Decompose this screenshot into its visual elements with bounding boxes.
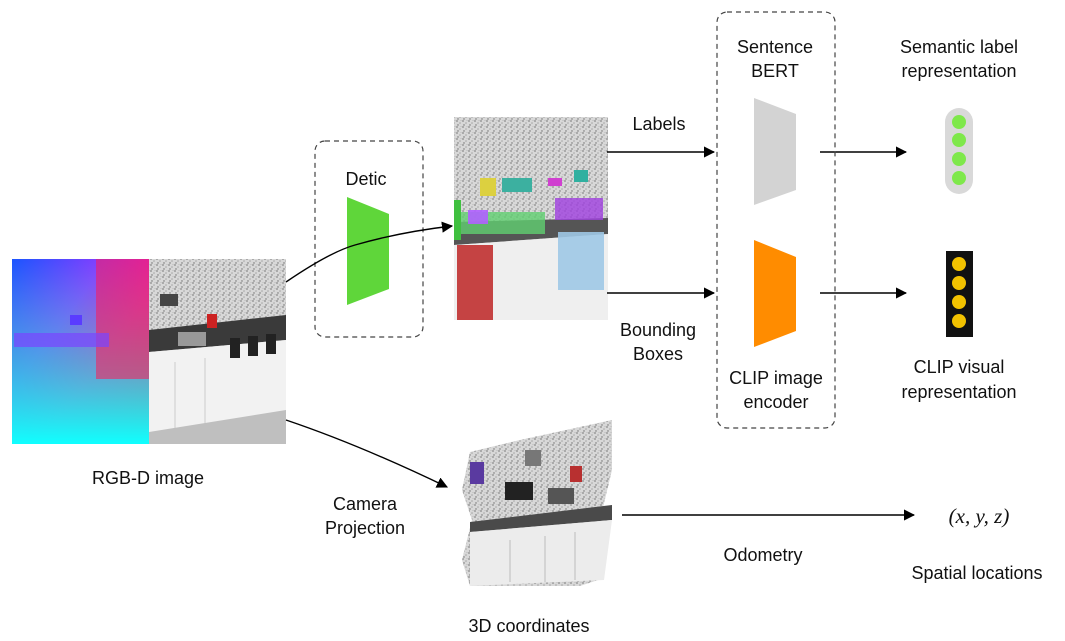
odometry-label: Odometry <box>723 545 802 565</box>
spatial-label: Spatial locations <box>911 563 1042 583</box>
camera-projection-arrow <box>285 419 449 488</box>
detic-encoder <box>347 197 389 305</box>
semantic-label-line2: representation <box>901 61 1016 81</box>
clip-vector <box>946 251 973 337</box>
clip-visual-label-line1: CLIP visual <box>914 357 1005 377</box>
semantic-label-line1: Semantic label <box>900 37 1018 57</box>
semantic-vector <box>945 108 973 194</box>
clip-encoder-label-line1: CLIP image <box>729 368 823 388</box>
coords3d-label: 3D coordinates <box>468 616 589 636</box>
sbert-label-line2: BERT <box>751 61 799 81</box>
clip-encoder <box>754 240 796 347</box>
kitchen-photo <box>149 259 286 444</box>
point-cloud <box>462 420 612 586</box>
encoders-box <box>716 11 836 429</box>
xyz-label: (x, y, z) <box>949 504 1010 528</box>
rgbd-to-detection-arrow <box>285 221 454 283</box>
detic-label: Detic <box>345 169 386 189</box>
bbox-label-line1: Bounding <box>620 320 696 340</box>
detection-image <box>454 117 608 320</box>
camera-label-line1: Camera <box>333 494 398 514</box>
clip-visual-label-line2: representation <box>901 382 1016 402</box>
depth-image <box>12 259 149 444</box>
sbert-label-line1: Sentence <box>737 37 813 57</box>
bbox-label-line2: Boxes <box>633 344 683 364</box>
rgbd-label: RGB-D image <box>92 468 204 488</box>
labels-label: Labels <box>632 114 685 134</box>
clip-encoder-label-line2: encoder <box>743 392 808 412</box>
sbert-encoder <box>754 98 796 205</box>
camera-label-line2: Projection <box>325 518 405 538</box>
detic-box <box>314 140 424 338</box>
